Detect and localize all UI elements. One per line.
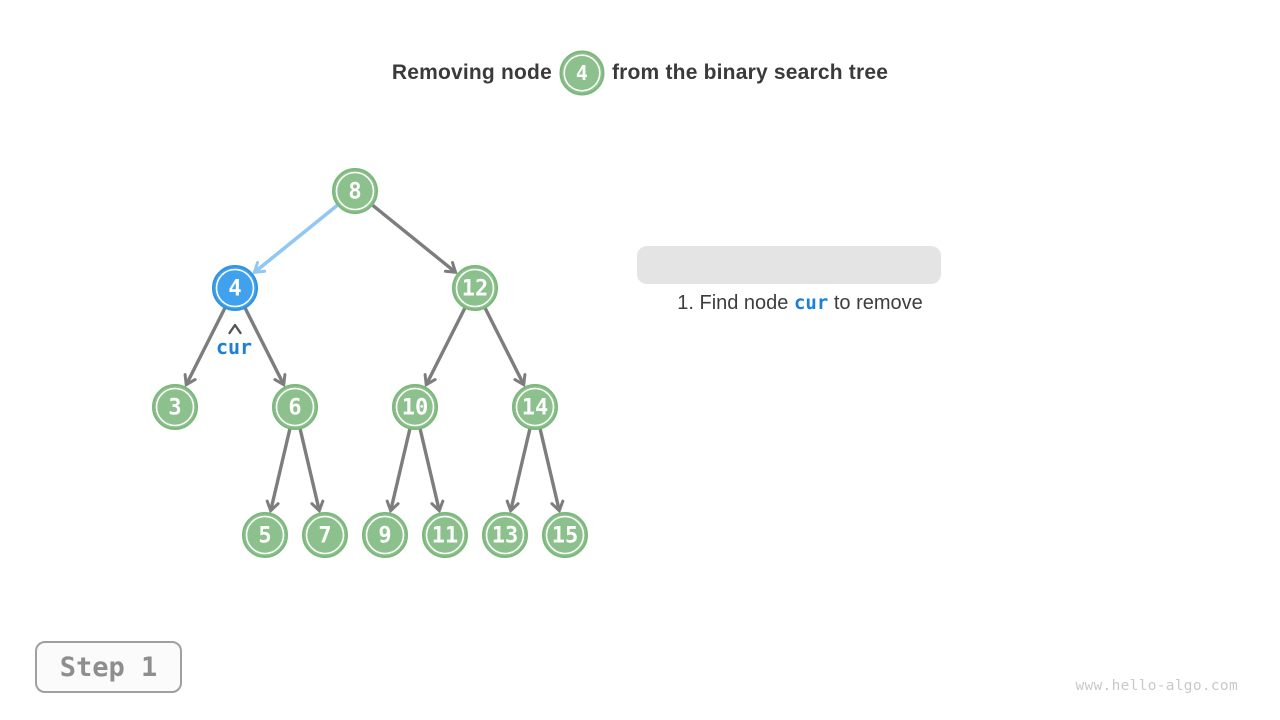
- cur-pointer-caret-icon: [228, 323, 242, 335]
- tree-node-5: 5: [242, 512, 288, 558]
- step-badge: Step 1: [35, 641, 182, 693]
- tree-node-value: 6: [288, 396, 301, 421]
- tree-node-12: 12: [452, 265, 498, 311]
- tree-node-7: 7: [302, 512, 348, 558]
- title-node-badge: 4: [559, 50, 605, 96]
- annotation-text-after: to remove: [828, 292, 923, 314]
- diagram-title: Removing node 4 from the binary search t…: [0, 49, 1280, 97]
- tree-node-15: 15: [542, 512, 588, 558]
- tree-node-value: 9: [378, 524, 391, 549]
- watermark: www.hello-algo.com: [1075, 678, 1238, 694]
- cur-pointer-label: cur: [216, 335, 252, 359]
- tree-node-value: 14: [522, 396, 549, 421]
- tree-node-value: 13: [492, 524, 519, 549]
- tree-node-3: 3: [152, 384, 198, 430]
- tree-node-value: 7: [318, 524, 331, 549]
- tree-node-4: 4: [212, 265, 258, 311]
- tree-node-value: 5: [258, 524, 271, 549]
- tree-node-6: 6: [272, 384, 318, 430]
- title-suffix: from the binary search tree: [611, 61, 889, 84]
- tree-node-value: 12: [462, 277, 489, 302]
- title-prefix: Removing node: [391, 61, 552, 84]
- tree-node-11: 11: [422, 512, 468, 558]
- tree-node-10: 10: [392, 384, 438, 430]
- annotation-text-before: 1. Find node: [677, 292, 794, 314]
- tree-node-value: 4: [228, 277, 241, 302]
- annotation-cur-highlight: cur: [793, 292, 829, 314]
- tree-node-value: 15: [552, 524, 579, 549]
- tree-node-value: 11: [432, 524, 459, 549]
- title-node-circle: [559, 50, 605, 96]
- annotation-box: 1. Find node cur to remove: [637, 246, 941, 314]
- tree-node-value: 10: [402, 396, 429, 421]
- tree-node-9: 9: [362, 512, 408, 558]
- tree-node-13: 13: [482, 512, 528, 558]
- tree-node-value: 3: [168, 396, 181, 421]
- title-node-ring: [563, 54, 601, 92]
- tree-node-8: 8: [332, 168, 378, 214]
- tree-node-value: 8: [348, 180, 361, 205]
- tree-node-14: 14: [512, 384, 558, 430]
- title-node-value: 4: [576, 61, 588, 85]
